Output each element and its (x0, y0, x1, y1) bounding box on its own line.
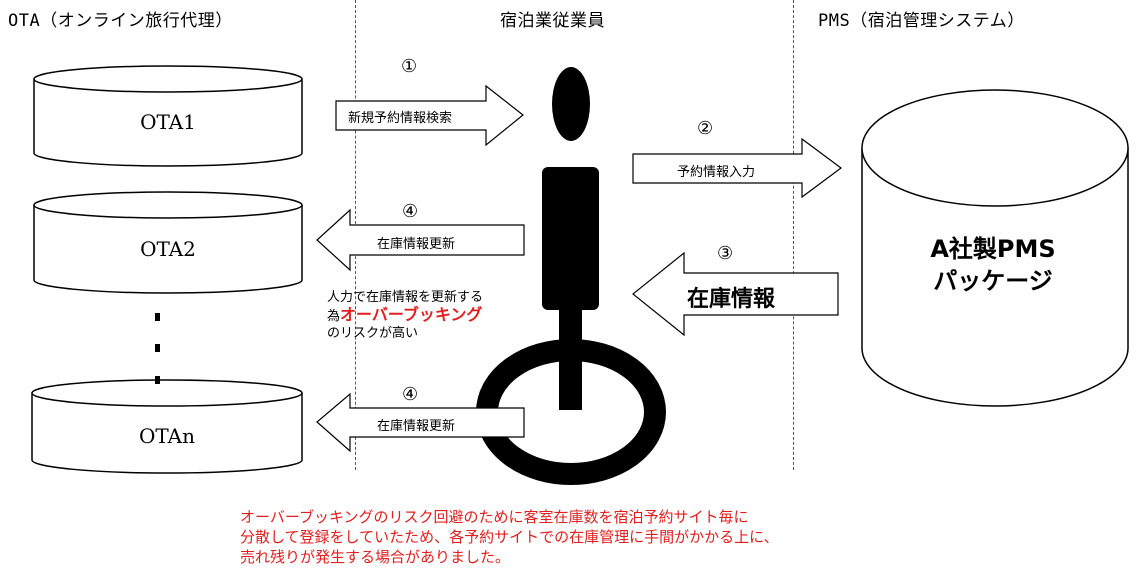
ota1-database-icon (33, 65, 303, 167)
overbooking-risk-note: 人力で在庫情報を更新する為オーバーブッキングのリスクが高い (327, 289, 492, 342)
ota1-label: OTA1 (140, 110, 196, 134)
arrow-stock-info (632, 251, 839, 337)
step-number-1: ① (401, 56, 418, 77)
risk-note-highlight: オーバーブッキング (340, 305, 483, 324)
step-number-3: ③ (717, 243, 734, 264)
arrow-update-stock-lower (316, 392, 525, 453)
ellipsis-dot (155, 376, 160, 384)
update-stock-label-upper: 在庫情報更新 (377, 237, 456, 252)
footer-line-2: 分散して登録をしていたため、各予約サイトでの在庫管理に手間がかかる上に、 (240, 528, 779, 546)
step-number-4-upper: ④ (402, 201, 419, 222)
ellipsis-dot (155, 344, 160, 352)
staff-column-header: 宿泊業従業員 (500, 11, 605, 31)
arrow-update-stock-upper (316, 208, 525, 272)
pms-label-line1: A社製PMS (930, 235, 1056, 263)
pms-label-line2: パッケージ (933, 267, 1053, 295)
ota2-label: OTA2 (140, 237, 196, 261)
update-stock-label-lower: 在庫情報更新 (377, 419, 456, 434)
footer-explanation: オーバーブッキングのリスク回避のために客室在庫数を宿泊予約サイト毎に 分散して登… (240, 507, 1000, 567)
ota-column-header: OTA（オンライン旅行代理） (8, 11, 233, 31)
risk-note-text: 人力で在庫情報を更新する為 (327, 290, 484, 324)
risk-note-text: のリスクが高い (327, 326, 419, 341)
column-divider-right (793, 0, 794, 470)
ellipsis-dot (155, 313, 160, 321)
stock-info-label: 在庫情報 (687, 287, 776, 312)
arrow-search-new-reservation (335, 84, 524, 147)
search-new-reservation-label: 新規予約情報検索 (348, 111, 453, 126)
step-number-4-lower: ④ (402, 384, 419, 405)
otan-database-icon (31, 379, 303, 474)
pms-package-label: A社製PMS パッケージ (893, 233, 1093, 297)
otan-label: OTAn (139, 424, 195, 448)
footer-line-1: オーバーブッキングのリスク回避のために客室在庫数を宿泊予約サイト毎に (240, 508, 749, 526)
pms-database-icon (861, 89, 1129, 407)
pms-column-header: PMS（宿泊管理システム） (818, 11, 1025, 31)
footer-line-3: 売れ残りが発生する場合がありました。 (240, 548, 511, 566)
input-reservation-label: 予約情報入力 (677, 165, 756, 180)
arrow-input-reservation (632, 137, 843, 199)
step-number-2: ② (697, 118, 714, 139)
ota2-database-icon (33, 191, 303, 294)
